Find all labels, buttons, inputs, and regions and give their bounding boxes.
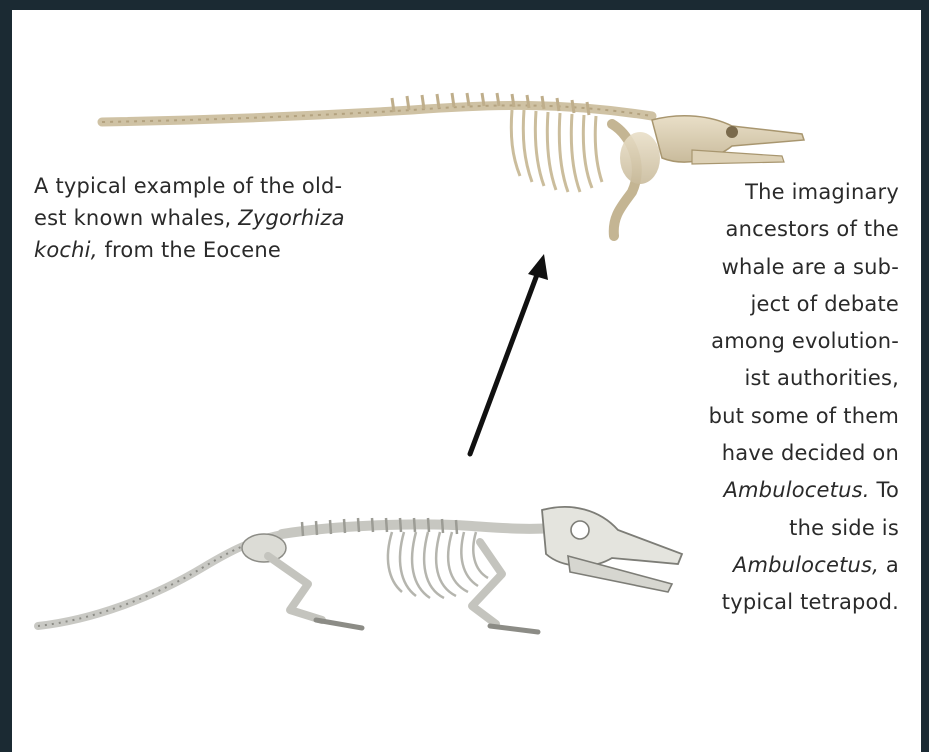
caption-right-line-11-italic: Ambulocetus, — [733, 553, 879, 577]
page: A typical example of the old- est known … — [12, 10, 921, 752]
caption-right-line-8: have decided on — [659, 435, 899, 472]
ambulocetus-caption: The imaginary ancestors of the whale are… — [659, 174, 899, 622]
zygorhiza-caption: A typical example of the old- est known … — [34, 170, 414, 266]
caption-left-line-3: kochi, from the Eocene — [34, 234, 414, 266]
caption-right-line-7: but some of them — [659, 398, 899, 435]
caption-left-line-2-italic: Zygorhiza — [238, 206, 344, 230]
caption-left-line-3-text: from the Eocene — [98, 238, 281, 262]
caption-right-line-9: Ambulocetus. To — [659, 472, 899, 509]
ambulocetus-skeleton-illustration — [32, 488, 692, 648]
caption-right-line-2: ancestors of the — [659, 211, 899, 248]
caption-right-line-11-text: a — [879, 553, 899, 577]
caption-left-line-2: est known whales, Zygorhiza — [34, 202, 414, 234]
caption-left-line-3-italic: kochi, — [34, 238, 98, 262]
caption-right-line-10: the side is — [659, 510, 899, 547]
caption-right-line-9-text: To — [870, 478, 899, 502]
caption-right-line-11: Ambulocetus, a — [659, 547, 899, 584]
caption-right-line-5: among evolution- — [659, 323, 899, 360]
caption-right-line-12: typical tetrapod. — [659, 584, 899, 621]
evolution-arrow — [462, 254, 552, 464]
caption-right-line-6: ist authorities, — [659, 360, 899, 397]
caption-left-line-2-text: est known whales, — [34, 206, 238, 230]
caption-right-line-9-italic: Ambulocetus. — [723, 478, 869, 502]
caption-right-line-1: The imaginary — [659, 174, 899, 211]
caption-right-line-4: ject of debate — [659, 286, 899, 323]
caption-left-line-1: A typical example of the old- — [34, 170, 414, 202]
caption-right-line-3: whale are a sub- — [659, 249, 899, 286]
